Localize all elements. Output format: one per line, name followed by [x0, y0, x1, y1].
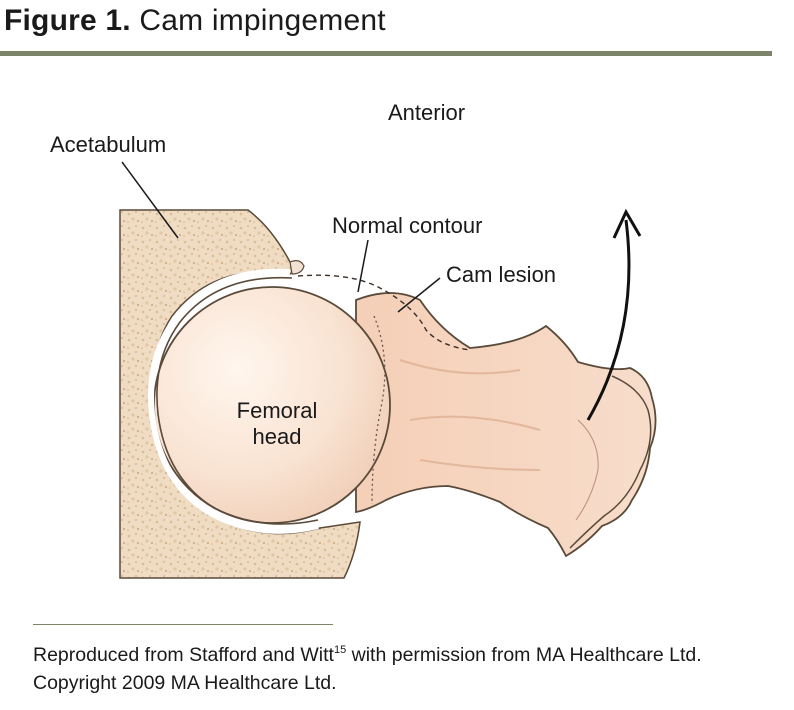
rotation-arrow: [586, 219, 631, 421]
normal-contour-leader: [357, 239, 369, 293]
caption-rule: [33, 624, 333, 625]
femoral-head-label-line1: Femoral: [236, 398, 318, 423]
cam-impingement-illustration: [119, 161, 657, 579]
title-rule: [0, 51, 772, 56]
cam-lesion-label: Cam lesion: [446, 262, 557, 287]
figure-number: Figure 1.: [4, 4, 131, 37]
acetabulum-leader: [121, 161, 179, 239]
neck-shading-3: [419, 459, 541, 471]
caption-text-start: Reproduced from Stafford and Witt: [33, 644, 334, 666]
femoral-neck: [355, 292, 657, 558]
caption-reference: 15: [333, 644, 347, 656]
caption-text-end: with permission from MA Healthcare Ltd. …: [33, 644, 702, 694]
acetabulum-label: Acetabulum: [50, 132, 167, 157]
cam-lesion-leader: [397, 277, 441, 313]
normal-contour-line: [297, 274, 471, 351]
greater-trochanter: [569, 375, 652, 549]
neck-shading-2: [409, 415, 541, 431]
trochanter-inner-line: [575, 419, 599, 521]
rotation-arrowhead: [612, 208, 642, 239]
labrum-tip: [289, 260, 305, 275]
femoral-head-label-line2: head: [252, 424, 302, 449]
neck-shading-1: [399, 359, 521, 375]
head-neck-junction: [371, 315, 386, 505]
socket-rim: [156, 276, 319, 525]
joint-space: [148, 268, 319, 534]
figure-caption: Reproduced from Stafford and Witt15 with…: [33, 636, 783, 697]
femoral-head-label: Femoral head: [232, 398, 322, 450]
normal-contour-label: Normal contour: [332, 213, 483, 238]
anterior-label: Anterior: [388, 100, 466, 125]
figure-title: Figure 1. Cam impingement: [4, 4, 386, 38]
figure-title-text: Cam impingement: [139, 4, 386, 37]
